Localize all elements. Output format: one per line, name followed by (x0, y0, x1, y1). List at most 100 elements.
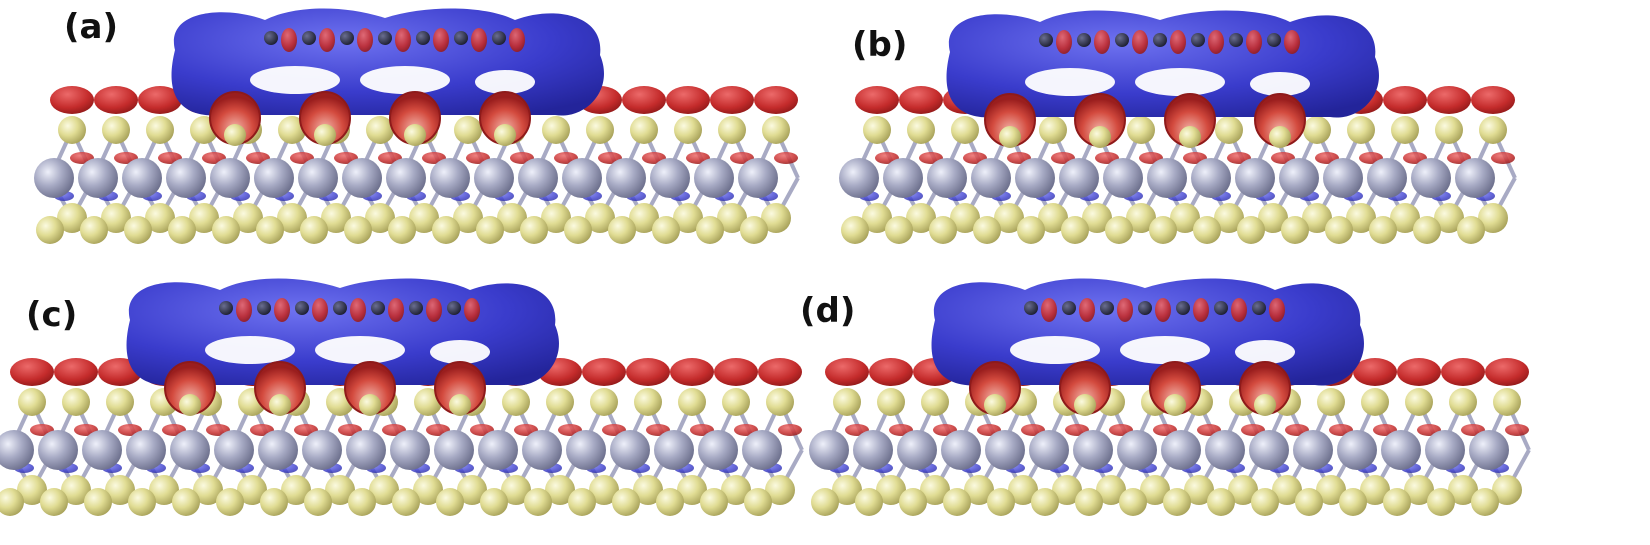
sulfur-atom (1096, 475, 1126, 505)
sulfur-atom (0, 488, 24, 516)
panel-d (809, 272, 1650, 544)
sulfur-atom (612, 488, 640, 516)
sulfur-atom (1031, 488, 1059, 516)
sulfur-atom (269, 394, 291, 416)
sulfur-atom (1126, 203, 1156, 233)
sulfur-atom (366, 116, 394, 144)
sulfur-atom (899, 488, 927, 516)
sulfur-atom (546, 388, 574, 416)
depletion-lobe (1094, 30, 1110, 54)
sulfur-atom (1391, 116, 1419, 144)
sulfur-atom (994, 203, 1024, 233)
metal-atom (738, 158, 778, 198)
metal-atom (302, 430, 342, 470)
sulfur-atom (80, 216, 108, 244)
sulfur-atom (413, 475, 443, 505)
sulfur-atom (457, 475, 487, 505)
sulfur-atom (256, 216, 284, 244)
depletion-lobe (1269, 298, 1285, 322)
metal-atom (985, 430, 1025, 470)
metal-atom (82, 430, 122, 470)
metal-atom (1117, 430, 1157, 470)
sulfur-atom (855, 488, 883, 516)
metal-atom (298, 158, 338, 198)
sulfur-atom (1163, 488, 1191, 516)
depletion-lobe (509, 28, 525, 52)
sulfur-atom (1435, 116, 1463, 144)
sulfur-atom (677, 475, 707, 505)
depletion-lobe (281, 28, 297, 52)
sulfur-atom (589, 475, 619, 505)
sulfur-atom (1127, 116, 1155, 144)
cloud-gap (250, 66, 340, 94)
sulfur-atom (1269, 126, 1291, 148)
depletion-lobe (714, 358, 758, 386)
cloud-gap (1250, 72, 1310, 96)
metal-atom (518, 158, 558, 198)
sulfur-atom (721, 475, 751, 505)
sulfur-atom (678, 388, 706, 416)
carbon-atom (1115, 33, 1129, 47)
cloud-gap (1025, 68, 1115, 96)
sulfur-atom (436, 488, 464, 516)
metal-atom (342, 158, 382, 198)
sulfur-atom (762, 116, 790, 144)
depletion-lobe (582, 358, 626, 386)
depletion-lobe (622, 86, 666, 114)
sulfur-atom (1493, 388, 1521, 416)
sulfur-atom (520, 216, 548, 244)
carbon-atom (1214, 301, 1228, 315)
panel-d-label: (d) (800, 291, 856, 331)
depletion-lobe (138, 86, 182, 114)
sulfur-atom (740, 216, 768, 244)
sulfur-atom (1303, 116, 1331, 144)
sulfur-atom (999, 126, 1021, 148)
sulfur-atom (1105, 216, 1133, 244)
metal-atom (941, 430, 981, 470)
depletion-lobe (236, 298, 252, 322)
cloud-gap (360, 66, 450, 94)
cloud-gap (430, 340, 490, 364)
sulfur-atom (1017, 216, 1045, 244)
metal-atom (1029, 430, 1069, 470)
metal-atom (562, 158, 602, 198)
sulfur-atom (281, 475, 311, 505)
sulfur-atom (1164, 394, 1186, 416)
panel-b (825, 0, 1650, 272)
cloud-gap (205, 336, 295, 364)
sulfur-atom (811, 488, 839, 516)
sulfur-atom (314, 124, 336, 146)
metal-atom (1249, 430, 1289, 470)
sulfur-atom (57, 203, 87, 233)
carbon-atom (264, 31, 278, 45)
depletion-lobe (1170, 30, 1186, 54)
sulfur-atom (590, 388, 618, 416)
sulfur-atom (964, 475, 994, 505)
sulfur-atom (921, 388, 949, 416)
metal-atom (1381, 430, 1421, 470)
sulfur-atom (761, 203, 791, 233)
sulfur-atom (920, 475, 950, 505)
panel-a-label: (a) (64, 7, 119, 47)
sulfur-atom (348, 488, 376, 516)
sulfur-atom (1427, 488, 1455, 516)
sulfur-atom (172, 488, 200, 516)
metal-atom (1279, 158, 1319, 198)
depletion-lobe (10, 358, 54, 386)
sulfur-atom (1089, 126, 1111, 148)
sulfur-atom (237, 475, 267, 505)
depletion-lobe (778, 424, 802, 436)
depletion-lobe (1505, 424, 1529, 436)
sulfur-atom (1316, 475, 1346, 505)
depletion-lobe (350, 298, 366, 322)
sulfur-atom (278, 116, 306, 144)
sulfur-atom (325, 475, 355, 505)
sulfur-atom (906, 203, 936, 233)
sulfur-atom (1471, 488, 1499, 516)
carbon-atom (1138, 301, 1152, 315)
depletion-lobe (1284, 30, 1300, 54)
sulfur-atom (841, 216, 869, 244)
metal-atom (606, 158, 646, 198)
metal-atom (1161, 430, 1201, 470)
depletion-lobe (319, 28, 335, 52)
